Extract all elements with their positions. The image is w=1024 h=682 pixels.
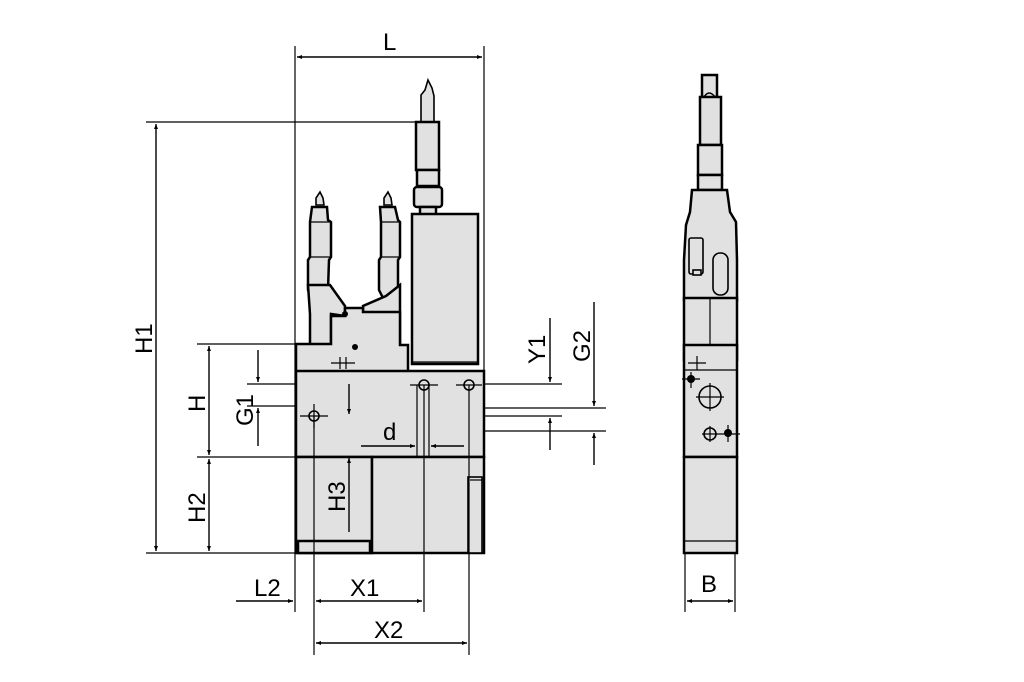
gripper-body [294,369,486,459]
label-L2: L2 [254,575,281,602]
main-cable-connector [412,77,444,217]
dimension-labels: L H1 H H2 G1 H3 d Y1 G2 L2 X1 X2 B [131,29,717,644]
label-H: H [184,395,211,412]
label-B: B [701,571,717,598]
sensor-housing [410,212,480,366]
label-G1: G1 [232,394,259,426]
label-H2: H2 [184,492,211,523]
label-H3: H3 [324,481,351,512]
side-holes [682,356,740,442]
label-X1: X1 [350,575,379,602]
side-view [682,73,740,612]
base-left [294,455,374,555]
label-X2: X2 [374,617,403,644]
label-L: L [383,29,396,56]
front-view [294,77,486,555]
label-d: d [383,419,396,446]
pin-marks [331,357,355,369]
base-right [370,455,486,555]
label-Y1: Y1 [524,335,551,364]
label-G2: G2 [569,330,596,362]
label-H1: H1 [131,323,158,354]
dimension-lines [146,46,606,655]
